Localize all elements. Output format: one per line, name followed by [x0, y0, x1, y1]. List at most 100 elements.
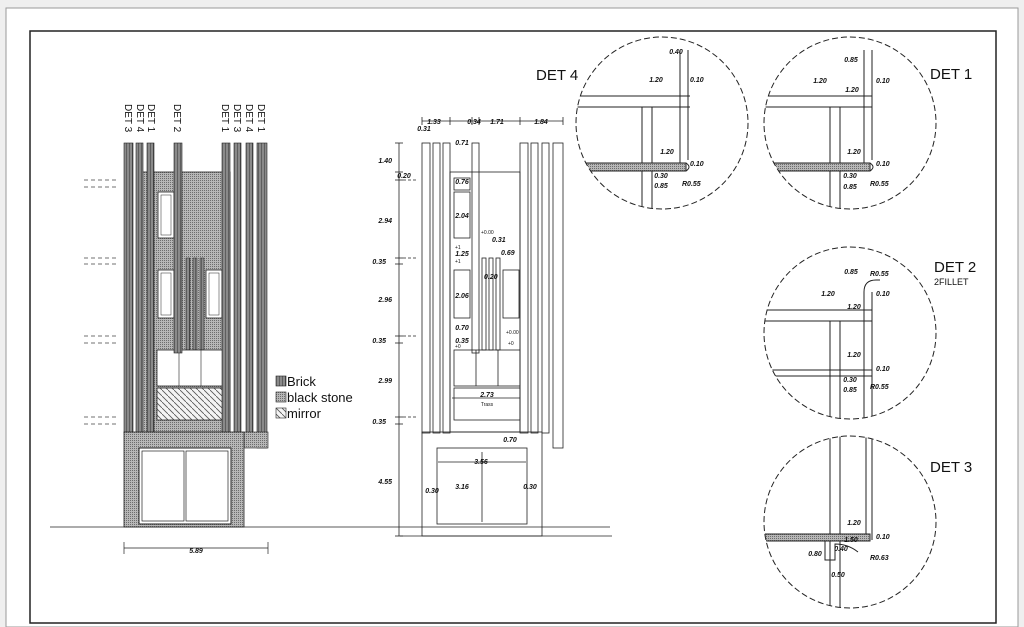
dim-label: 1.40 — [378, 158, 392, 165]
dim-label: 0.10 — [876, 534, 890, 541]
detail-det4: DET 4 0.40 1.20 0.10 1.20 0.10 0.30 0.85… — [536, 36, 749, 210]
dim-label: +1 — [455, 259, 461, 265]
dim-label: 2.04 — [454, 213, 469, 220]
det-label: DET 3 — [231, 104, 242, 133]
dim-label: 0.35 — [372, 259, 386, 266]
legend-swatch-mirror — [275, 407, 287, 419]
dim-label: 0.30 — [425, 488, 439, 495]
dim-label: R0.55 — [870, 271, 889, 278]
dim-label: 0.31 — [492, 237, 506, 244]
dim-label: 1.20 — [847, 149, 861, 156]
dim-label: 1.20 — [813, 78, 827, 85]
dim-label: 2.94 — [377, 218, 392, 225]
dim-label: 0.70 — [503, 437, 517, 444]
dim-label: 0.50 — [831, 572, 845, 579]
dim-label: 0.10 — [876, 161, 890, 168]
dim-label: 0.34 — [467, 119, 481, 126]
dim-label: R0.55 — [870, 181, 889, 188]
dim-label: 0.30 — [843, 377, 857, 384]
dim-label: 0.10 — [876, 366, 890, 373]
dim-label: 1.71 — [490, 119, 504, 126]
dim-label: 1.20 — [649, 77, 663, 84]
dim-label: 0.40 — [669, 49, 683, 56]
dim-label: 0.35 — [372, 419, 386, 426]
det-label: DET 1 — [219, 104, 230, 133]
dim-label: 0.80 — [808, 551, 822, 558]
dim-label: +0.00 — [506, 330, 519, 336]
dim-label: +0.00 — [481, 230, 494, 236]
dim-label: 0.10 — [690, 77, 704, 84]
det-labels: DET 3 DET 4 DET 1 DET 2 DET 1 DET 3 DET … — [122, 104, 266, 133]
dim-label: +0 — [455, 344, 461, 350]
dim-label: 0.85 — [844, 57, 858, 64]
dim-label: 0.10 — [876, 291, 890, 298]
dim-label: 0.70 — [455, 325, 469, 332]
det-label: DET 4 — [134, 104, 145, 133]
left-elevation: 5.89 — [50, 142, 610, 555]
dim-label: 0.35 — [455, 338, 469, 345]
dim-label: +0 — [508, 341, 514, 347]
dim-label: 0.71 — [455, 140, 469, 147]
dim-label: 0.40 — [834, 546, 848, 553]
dim-label: +1 — [455, 245, 461, 251]
dim-label: 0.76 — [455, 179, 469, 186]
dim-label: 1.84 — [534, 119, 548, 126]
detail-det3: DET 3 1.20 1.50 0.10 0.80 0.40 R0.63 0.5… — [763, 435, 972, 609]
dim-label: R0.55 — [682, 181, 701, 188]
dim-label: 0.20 — [484, 274, 498, 281]
dim-label: 0.85 — [654, 183, 668, 190]
right-elevation — [395, 117, 612, 537]
detail-title: DET 2 — [934, 259, 976, 276]
dim-label: 1.33 — [427, 119, 441, 126]
dim-label: 2.06 — [454, 293, 469, 300]
dim-label: 3.56 — [474, 459, 488, 466]
dim-label: 1.20 — [821, 291, 835, 298]
dim-label: 1.20 — [847, 304, 861, 311]
det-label: DET 1 — [145, 104, 156, 133]
dim-label: 2.99 — [377, 378, 392, 385]
dim-label: 1.20 — [847, 520, 861, 527]
dim-label: 1.50 — [844, 537, 858, 544]
dim-label: R0.55 — [870, 384, 889, 391]
dim-label: 1.25 — [455, 251, 469, 258]
overall-width-label: 5.89 — [189, 548, 203, 555]
dim-label: 0.30 — [843, 173, 857, 180]
dim-label: 2.96 — [377, 297, 392, 304]
dim-label: 0.69 — [501, 250, 515, 257]
dim-label: 0.20 — [397, 173, 411, 180]
dim-label: 0.30 — [523, 484, 537, 491]
dim-label: 0.85 — [843, 387, 857, 394]
right-elevation-dims: 1.33 0.31 0.34 1.71 1.84 0.71 1.40 0.20 … — [372, 119, 548, 495]
legend-swatch-brick — [275, 375, 287, 387]
det-label: DET 3 — [122, 104, 133, 133]
dim-label: 1.20 — [845, 87, 859, 94]
legend: Brick black stone mirror — [275, 374, 353, 421]
dim-label: 0.85 — [843, 184, 857, 191]
dim-label: 2.73 — [479, 392, 494, 399]
dim-label: 0.10 — [876, 78, 890, 85]
dim-label: R0.63 — [870, 555, 889, 562]
dim-label: 0.30 — [654, 173, 668, 180]
detail-det2: DET 2 2FILLET 0.85 R0.55 1.20 0.10 1.20 … — [763, 246, 976, 420]
dim-label: 1.20 — [660, 149, 674, 156]
detail-title: DET 3 — [930, 459, 972, 476]
detail-title: DET 1 — [930, 66, 972, 83]
dim-label: Trass — [481, 402, 494, 408]
detail-title: DET 4 — [536, 67, 578, 84]
dim-label: 1.20 — [847, 352, 861, 359]
legend-swatch-stone — [275, 391, 287, 403]
dim-label: 0.10 — [690, 161, 704, 168]
det-label: DET 1 — [255, 104, 266, 133]
dim-label: 0.31 — [417, 126, 431, 133]
dim-label: 4.55 — [377, 479, 392, 486]
det-label: DET 2 — [171, 104, 182, 133]
det-label: DET 4 — [243, 104, 254, 133]
legend-label: mirror — [287, 406, 322, 421]
legend-label: black stone — [287, 390, 353, 405]
detail-subtitle: 2FILLET — [934, 277, 969, 287]
legend-label: Brick — [287, 374, 316, 389]
dim-label: 0.85 — [844, 269, 858, 276]
detail-det1: DET 1 0.85 1.20 0.10 1.20 1.20 0.10 0.30… — [763, 36, 972, 210]
dim-label: 0.35 — [372, 338, 386, 345]
